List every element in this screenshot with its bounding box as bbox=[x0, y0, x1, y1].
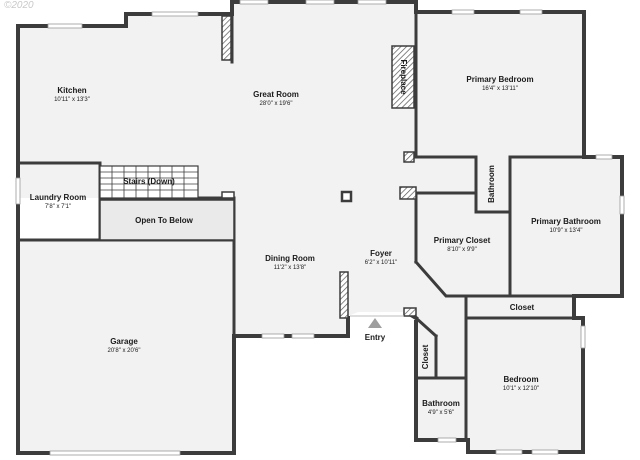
window bbox=[451, 9, 475, 15]
room-dims: 16'4" x 13'11" bbox=[482, 86, 518, 92]
room-name: Primary Bathroom bbox=[531, 217, 601, 226]
wall-bottom-left bbox=[16, 238, 350, 455]
column-post bbox=[221, 191, 235, 199]
window bbox=[291, 333, 315, 339]
room-name: Garage bbox=[110, 337, 138, 346]
window bbox=[49, 450, 181, 456]
entry-arrow-icon bbox=[368, 318, 382, 328]
dining-column-hatch bbox=[339, 271, 349, 319]
room-laundry-room: Laundry Room 7'8" x 7'1" bbox=[30, 193, 86, 210]
room-name: Bedroom bbox=[503, 375, 538, 384]
room-labels: Kitchen 10'11" x 13'3" Great Room 28'0" … bbox=[30, 59, 601, 416]
floor-fills bbox=[18, 2, 622, 453]
window bbox=[619, 195, 625, 215]
room-name: Primary Bedroom bbox=[466, 75, 533, 84]
room-primary-bathroom: Primary Bathroom 10'9" x 13'4" bbox=[531, 217, 601, 234]
side-closet-label: Closet bbox=[421, 344, 430, 369]
room-dims: 10'1" x 12'10" bbox=[503, 386, 539, 392]
room-garage: Garage 20'8" x 20'6" bbox=[108, 337, 141, 354]
room-dims: 6'2" x 10'11" bbox=[365, 260, 397, 266]
room-name: Great Room bbox=[253, 90, 299, 99]
watermark: ©2020 bbox=[4, 0, 34, 11]
room-dims: 7'8" x 7'1" bbox=[45, 204, 71, 210]
window bbox=[595, 154, 613, 160]
fixtures bbox=[99, 15, 417, 328]
primary-bath-small-label: Bathroom bbox=[487, 165, 496, 203]
column-post bbox=[403, 307, 417, 317]
open-to-below-label: Open To Below bbox=[135, 216, 193, 225]
room-name: Kitchen bbox=[57, 86, 86, 95]
wall-top-left bbox=[16, 0, 624, 298]
room-primary-bedroom: Primary Bedroom 16'4" x 13'11" bbox=[466, 75, 533, 92]
window bbox=[531, 449, 559, 455]
kitchen-fridge-hatch bbox=[221, 15, 232, 61]
window bbox=[47, 23, 83, 29]
closet-top-label: Closet bbox=[510, 303, 535, 312]
stairs-label: Stairs (Down) bbox=[123, 177, 175, 186]
windows bbox=[15, 0, 625, 456]
open-to-below-box bbox=[99, 199, 235, 241]
floor-garage bbox=[18, 240, 234, 453]
room-name: Dining Room bbox=[265, 254, 315, 263]
window bbox=[357, 0, 387, 5]
room-dining-room: Dining Room 11'2" x 13'8" bbox=[265, 254, 315, 271]
wall-side-closet-diag bbox=[413, 315, 439, 339]
room-dims: 28'0" x 19'6" bbox=[260, 101, 293, 107]
window bbox=[151, 11, 199, 17]
stair-treads bbox=[99, 165, 199, 199]
room-bathroom-hall: Bathroom 4'9" x 5'6" bbox=[422, 399, 460, 416]
column-post bbox=[403, 151, 415, 163]
wall-closet-bottom bbox=[413, 259, 512, 298]
window bbox=[519, 9, 543, 15]
floor-main bbox=[18, 2, 622, 452]
room-name: Bathroom bbox=[422, 399, 460, 408]
entry-label: Entry bbox=[365, 333, 386, 342]
window bbox=[437, 437, 457, 443]
room-name: Primary Closet bbox=[434, 236, 491, 245]
room-name: Laundry Room bbox=[30, 193, 86, 202]
window bbox=[261, 333, 285, 339]
room-dims: 4'9" x 5'6" bbox=[428, 410, 454, 416]
room-primary-closet: Primary Closet 8'10" x 9'9" bbox=[434, 236, 491, 253]
window bbox=[580, 325, 586, 349]
fireplace-label: Fireplace bbox=[399, 59, 408, 95]
room-dims: 8'10" x 9'9" bbox=[447, 247, 477, 253]
window bbox=[239, 0, 269, 5]
room-bedroom: Bedroom 10'1" x 12'10" bbox=[503, 375, 539, 392]
room-dims: 11'2" x 13'8" bbox=[274, 265, 306, 271]
column-post bbox=[399, 186, 417, 200]
window bbox=[495, 449, 523, 455]
room-dims: 10'9" x 13'4" bbox=[550, 228, 583, 234]
room-dims: 10'11" x 13'3" bbox=[54, 97, 90, 103]
fireplace-hatch bbox=[391, 45, 415, 109]
room-name: Foyer bbox=[370, 249, 392, 258]
room-foyer: Foyer 6'2" x 10'11" bbox=[365, 249, 397, 266]
column-post bbox=[340, 190, 353, 203]
window bbox=[305, 0, 335, 5]
room-great-room: Great Room 28'0" x 19'6" bbox=[253, 90, 299, 107]
room-kitchen: Kitchen 10'11" x 13'3" bbox=[54, 86, 90, 103]
window bbox=[15, 177, 21, 205]
room-dims: 20'8" x 20'6" bbox=[108, 348, 141, 354]
